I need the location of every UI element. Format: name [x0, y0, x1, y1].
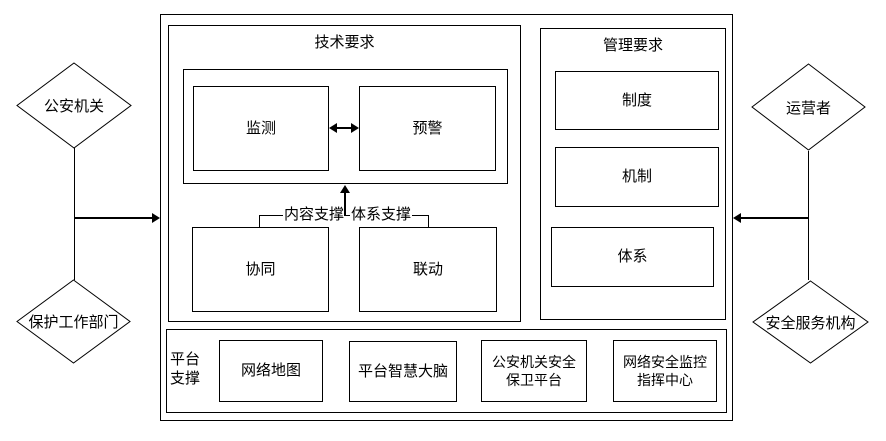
operator-label: 运营者: [785, 99, 831, 117]
protection-department-label: 保护工作部门: [28, 314, 119, 331]
left-actors-connector-line: [74, 148, 75, 280]
mechanism-box: 机制: [555, 147, 719, 207]
diamond-shape: [16, 279, 131, 364]
diamond-shape: [752, 280, 869, 364]
protection-department-diamond: 保护工作部门: [16, 279, 131, 364]
police-organ-label: 公安机关: [43, 98, 104, 115]
arrow-left-icon: [329, 123, 337, 133]
network-map-box: 网络地图: [219, 340, 323, 402]
diamond-shape: [751, 63, 866, 151]
system-box: 体系: [551, 227, 714, 287]
platform-support-label: 平台 支撑: [170, 351, 201, 387]
right-inbound-arrow-line: [740, 217, 808, 219]
support-connector-left-stub: [259, 215, 260, 227]
management-requirements-title: 管理要求: [602, 37, 663, 54]
linkage-box: 联动: [359, 227, 497, 312]
content-support-label: 内容支撑: [283, 206, 346, 223]
institution-box: 制度: [555, 71, 719, 130]
smart-brain-box: 平台智慧大脑: [349, 341, 457, 402]
security-service-label: 安全服务机构: [765, 314, 856, 332]
technical-requirements-title: 技术要求: [314, 34, 375, 51]
coordination-box: 协同: [192, 227, 329, 312]
monitoring-command-center-box: 网络安全监控 指挥中心: [613, 340, 717, 402]
arrow-right-icon: [152, 213, 160, 223]
monitor-box: 监测: [193, 86, 329, 171]
arrow-left-icon: [733, 213, 741, 223]
system-support-label: 体系支撑: [350, 206, 413, 223]
arrow-up-icon: [340, 185, 350, 193]
monitor-warning-arrow-line: [335, 127, 353, 129]
early-warning-box: 预警: [359, 86, 496, 171]
operator-diamond: 运营者: [751, 63, 866, 151]
arrow-right-icon: [351, 123, 359, 133]
left-inbound-arrow-line: [74, 217, 153, 219]
support-up-arrow-line: [344, 192, 346, 216]
support-connector-right-stub: [428, 215, 429, 227]
police-organ-diamond: 公安机关: [16, 62, 132, 149]
security-protection-platform-box: 公安机关安全 保卫平台: [481, 340, 587, 402]
right-actors-connector-line: [808, 151, 809, 280]
security-service-diamond: 安全服务机构: [752, 280, 869, 364]
